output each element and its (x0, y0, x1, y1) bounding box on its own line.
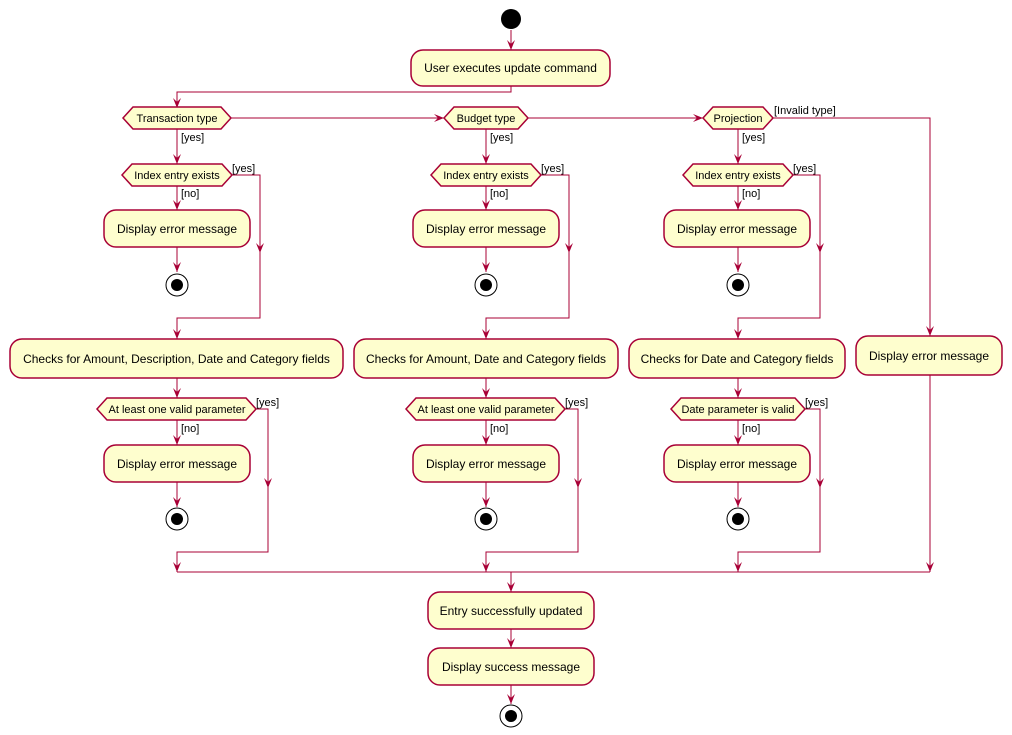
guard-no: [no] (181, 423, 199, 435)
guard-yes: [yes] (742, 132, 765, 144)
decision-transaction-type: Transaction type (121, 106, 233, 130)
action-error-index-transaction: Display error message (103, 209, 251, 248)
action-label: Display error message (117, 222, 237, 236)
action-label: Display error message (677, 222, 797, 236)
decision-valid-parameter-transaction: At least one valid parameter (95, 397, 258, 421)
action-check-transaction-fields: Checks for Amount, Description, Date and… (9, 338, 344, 379)
action-error-index-budget: Display error message (412, 209, 560, 248)
decision-label: Index entry exists (443, 170, 529, 182)
guard-yes: [yes] (541, 163, 564, 175)
action-error-param-budget: Display error message (412, 444, 560, 483)
guard-yes: [yes] (181, 132, 204, 144)
guard-no: [no] (490, 423, 508, 435)
guard-no: [no] (742, 188, 760, 200)
action-entry-updated: Entry successfully updated (427, 591, 595, 630)
guard-yes: [yes] (565, 397, 588, 409)
action-label: Display error message (426, 222, 546, 236)
guard-invalid-type: [Invalid type] (774, 105, 836, 117)
decision-valid-parameter-budget: At least one valid parameter (404, 397, 567, 421)
final-node-transaction-index (165, 273, 189, 297)
guard-yes: [yes] (805, 397, 828, 409)
action-error-invalid-type: Display error message (855, 335, 1003, 376)
guard-no: [no] (181, 188, 199, 200)
action-label: Checks for Amount, Description, Date and… (23, 352, 330, 366)
action-error-param-transaction: Display error message (103, 444, 251, 483)
guard-no: [no] (490, 188, 508, 200)
guard-no: [no] (742, 423, 760, 435)
action-check-projection-fields: Checks for Date and Category fields (628, 338, 846, 379)
action-label: User executes update command (424, 61, 597, 75)
decision-label: Projection (714, 113, 763, 125)
action-label: Display error message (869, 349, 989, 363)
decision-index-exists-transaction: Index entry exists (120, 163, 234, 187)
final-node-budget-index (474, 273, 498, 297)
guard-yes: [yes] (232, 163, 255, 175)
decision-label: Transaction type (137, 113, 218, 125)
action-label: Entry successfully updated (440, 604, 583, 618)
decision-label: Index entry exists (695, 170, 781, 182)
decision-projection: Projection (701, 106, 775, 130)
action-user-executes-update: User executes update command (410, 49, 611, 87)
action-label: Display error message (677, 457, 797, 471)
decision-label: Index entry exists (134, 170, 220, 182)
decision-budget-type: Budget type (442, 106, 530, 130)
guard-yes: [yes] (256, 397, 279, 409)
final-node-budget-param (474, 507, 498, 531)
decision-label: Budget type (457, 113, 516, 125)
guard-yes: [yes] (490, 132, 513, 144)
decision-label: Date parameter is valid (681, 404, 794, 416)
action-label: Checks for Amount, Date and Category fie… (366, 352, 606, 366)
action-check-budget-fields: Checks for Amount, Date and Category fie… (353, 338, 619, 379)
decision-index-exists-budget: Index entry exists (429, 163, 543, 187)
arrowheads (173, 40, 934, 704)
action-label: Display error message (426, 457, 546, 471)
final-node-projection-index (726, 273, 750, 297)
start-node (501, 9, 521, 29)
action-display-success: Display success message (427, 647, 595, 686)
action-label: Display success message (442, 660, 580, 674)
decision-date-valid-projection: Date parameter is valid (669, 397, 807, 421)
final-node-transaction-param (165, 507, 189, 531)
guard-labels: [yes] [yes] [yes] [Invalid type] [yes] [… (181, 105, 836, 435)
decision-label: At least one valid parameter (109, 404, 246, 416)
decision-label: At least one valid parameter (418, 404, 555, 416)
action-label: Display error message (117, 457, 237, 471)
action-label: Checks for Date and Category fields (641, 352, 834, 366)
action-error-index-projection: Display error message (663, 209, 811, 248)
decision-index-exists-projection: Index entry exists (681, 163, 795, 187)
action-error-param-projection: Display error message (663, 444, 811, 483)
final-node-projection-param (726, 507, 750, 531)
final-node-end (499, 704, 523, 728)
guard-yes: [yes] (793, 163, 816, 175)
